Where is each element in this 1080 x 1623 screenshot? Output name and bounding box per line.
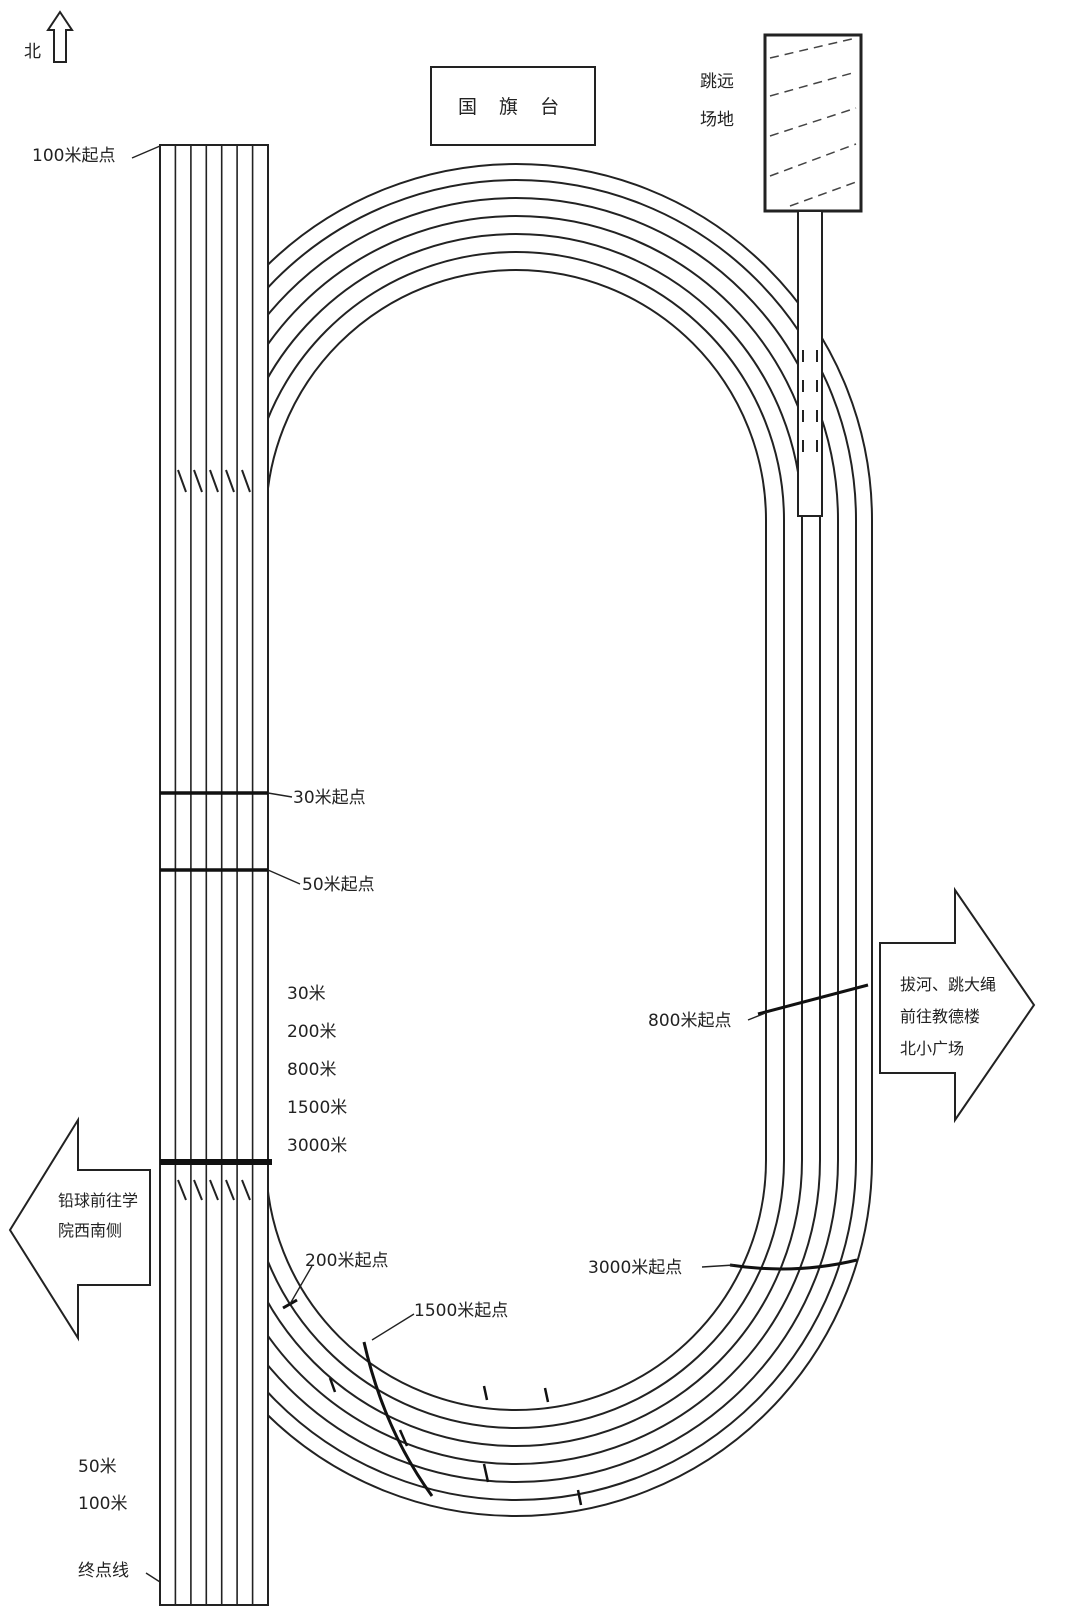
finish-event-label: 200米 xyxy=(287,1022,336,1042)
start-line-800m xyxy=(757,983,869,1016)
left-arrow-icon xyxy=(8,1116,151,1342)
long-jump-label-line1: 跳远 xyxy=(700,72,734,92)
label-leaders xyxy=(131,145,769,1583)
north-label: 北 xyxy=(24,42,41,62)
finish-line-events: 30米 200米 800米 1500米 3000米 xyxy=(287,984,347,1156)
start-50m-label: 50米起点 xyxy=(302,875,375,895)
long-jump-runway xyxy=(797,210,823,517)
stagger-marks xyxy=(328,1377,583,1506)
shot-put-direction: 铅球前往学 院西南侧 xyxy=(8,1116,151,1342)
lane-crossing-marks xyxy=(177,469,251,1201)
oval-lane-line xyxy=(229,233,803,1447)
straight-track-outline xyxy=(159,144,269,1606)
finish-100m-label: 100米 xyxy=(78,1494,127,1514)
oval-lane-line xyxy=(265,269,767,1411)
flag-platform-box xyxy=(430,66,596,146)
tug-of-war-label-line3: 北小广场 xyxy=(900,1039,964,1058)
straight-track xyxy=(159,144,272,1606)
start-line-1500m xyxy=(362,1341,434,1497)
oval-start-lines xyxy=(282,983,869,1497)
finish-event-label: 30米 xyxy=(287,984,326,1004)
tug-of-war-label-line2: 前往教德楼 xyxy=(900,1007,980,1026)
oval-lane-line xyxy=(211,215,821,1465)
oval-lane-line xyxy=(175,179,857,1501)
oval-lane-line xyxy=(247,251,785,1429)
shot-put-label-line1: 铅球前往学 xyxy=(58,1191,138,1210)
long-jump-sand-hatching xyxy=(769,37,857,207)
right-arrow-icon xyxy=(879,886,1036,1124)
tug-of-war-direction: 拔河、跳大绳 前往教德楼 北小广场 xyxy=(879,886,1036,1124)
oval-track-lanes xyxy=(159,163,873,1517)
start-100m-label: 100米起点 xyxy=(32,146,115,166)
tug-of-war-label-line1: 拔河、跳大绳 xyxy=(900,975,996,994)
finish-event-label: 800米 xyxy=(287,1060,336,1080)
finish-event-label: 1500米 xyxy=(287,1098,347,1118)
north-indicator: 北 xyxy=(24,10,74,63)
long-jump-label-line2: 场地 xyxy=(700,110,734,130)
long-jump-pit xyxy=(763,33,863,213)
north-arrow-icon xyxy=(46,10,74,63)
start-200m-label: 200米起点 xyxy=(305,1251,388,1271)
start-800m-label: 800米起点 xyxy=(648,1011,731,1031)
flag-platform: 国 旗 台 xyxy=(430,66,596,146)
start-line-3000m xyxy=(729,1258,858,1271)
oval-lane-line xyxy=(159,163,873,1517)
start-30m-label: 30米起点 xyxy=(293,788,366,808)
start-3000m-label: 3000米起点 xyxy=(588,1258,682,1278)
straight-track-lane-lines xyxy=(174,145,254,1605)
finish-event-label: 3000米 xyxy=(287,1136,347,1156)
finish-50-100-labels: 50米 100米 终点线 xyxy=(78,1457,129,1581)
runway-crossing-marks xyxy=(802,350,818,452)
shot-put-label-line2: 院西南侧 xyxy=(58,1221,122,1240)
oval-lane-line xyxy=(193,197,839,1483)
long-jump-area: 跳远 场地 xyxy=(700,33,863,517)
finish-50m-label: 50米 xyxy=(78,1457,117,1477)
finish-line-label: 终点线 xyxy=(78,1561,129,1581)
start-1500m-label: 1500米起点 xyxy=(414,1301,508,1321)
flag-platform-label: 国 旗 台 xyxy=(458,96,567,118)
